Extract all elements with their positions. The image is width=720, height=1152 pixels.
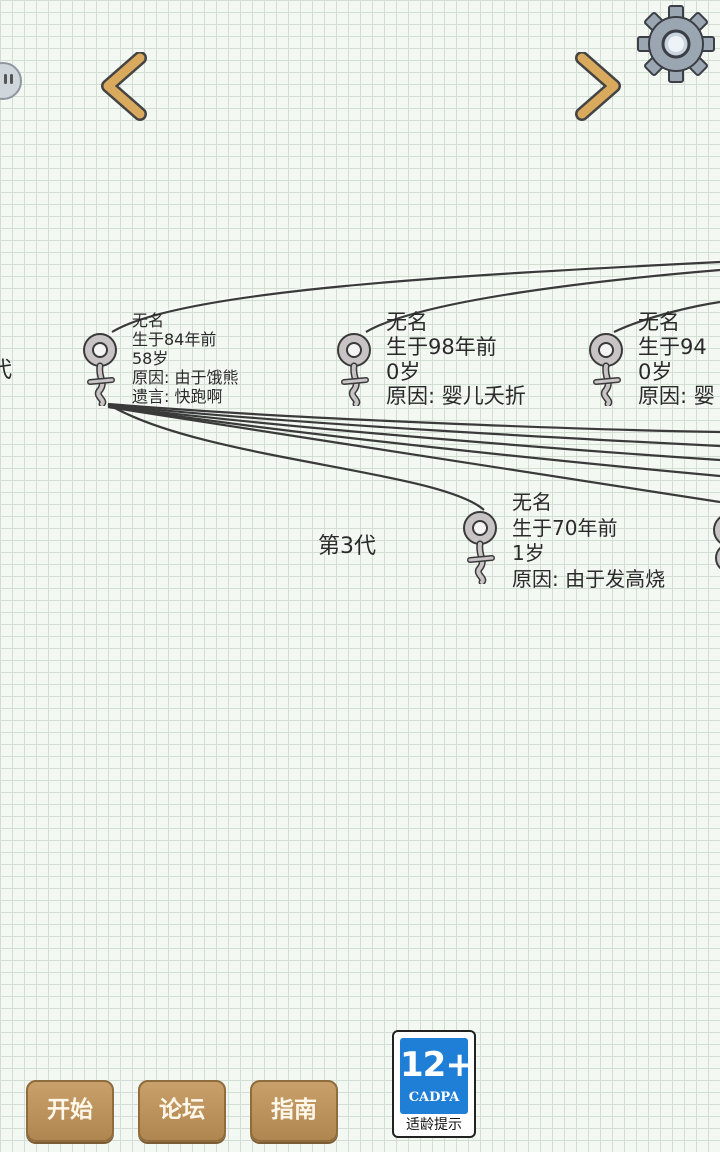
member-name: 无名 xyxy=(386,310,428,334)
prev-page-button[interactable] xyxy=(98,51,158,122)
chevron-right-icon xyxy=(575,51,621,121)
member-cause: 原因: 由于饿熊 xyxy=(132,367,239,387)
female-symbol-icon xyxy=(337,333,371,406)
female-symbol-icon xyxy=(589,333,623,406)
settings-button[interactable] xyxy=(636,4,716,84)
member-name: 无名 xyxy=(512,490,552,514)
family-member-partial[interactable] xyxy=(710,510,720,580)
member-born: 生于98年前 xyxy=(386,334,497,359)
member-last-words: 遗言: 快跑啊 xyxy=(132,386,223,406)
chevron-left-icon xyxy=(101,51,147,121)
member-born: 生于84年前 xyxy=(132,329,217,349)
female-symbol-icon xyxy=(83,333,117,406)
member-age: 1岁 xyxy=(512,541,545,566)
start-button[interactable]: 开始 xyxy=(26,1080,114,1142)
member-name: 无名 xyxy=(638,310,680,334)
member-age: 0岁 xyxy=(638,359,673,384)
age-rating-panel: 12+ CADPA xyxy=(400,1038,474,1114)
age-rating-org: CADPA xyxy=(408,1090,460,1105)
gear-icon xyxy=(637,5,715,83)
age-rating-badge: 12+ CADPA 适龄提示 xyxy=(392,1030,476,1138)
member-age: 0岁 xyxy=(386,359,421,384)
generation-label-previous: 代 xyxy=(0,358,13,383)
age-rating-value: 12+ xyxy=(400,1045,474,1085)
member-age: 58岁 xyxy=(132,348,169,368)
member-cause: 原因: 婴儿夭折 xyxy=(386,384,526,409)
member-cause: 原因: 婴 xyxy=(638,384,715,409)
member-born: 生于94 xyxy=(638,334,707,359)
forum-button[interactable]: 论坛 xyxy=(138,1080,226,1142)
female-symbol-icon xyxy=(463,511,497,584)
guide-button[interactable]: 指南 xyxy=(250,1080,338,1142)
member-born: 生于70年前 xyxy=(512,515,618,540)
next-page-button[interactable] xyxy=(568,51,628,122)
age-rating-tip: 适龄提示 xyxy=(406,1117,462,1133)
female-symbol-icon xyxy=(713,516,720,570)
generation-label: 第3代 xyxy=(318,534,376,559)
member-name: 无名 xyxy=(132,311,165,330)
member-cause: 原因: 由于发高烧 xyxy=(512,566,666,591)
